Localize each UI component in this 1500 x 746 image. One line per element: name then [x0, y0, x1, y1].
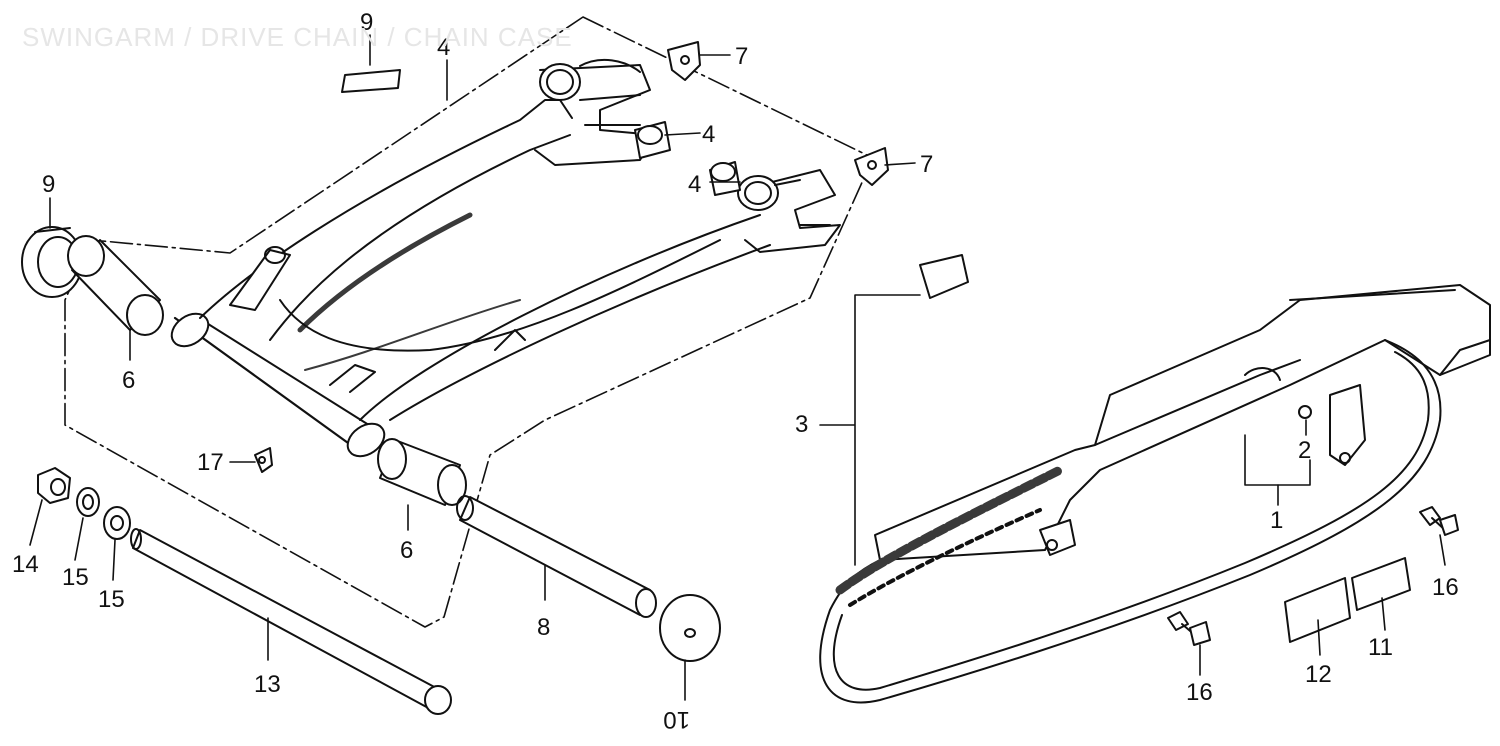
grease-fitting-part-17	[254, 447, 273, 473]
swingarm-assembly-outline	[64, 16, 874, 628]
callout-numbers: 9 4 7 4 4 7 9 6 17 14 15 15 6 8 13 10 3 …	[12, 9, 1459, 733]
callout-7a: 7	[735, 43, 748, 70]
bolt-part-16-bottom	[1167, 611, 1211, 646]
callout-5: 4	[437, 34, 450, 61]
bushing-part-4-lower	[709, 161, 741, 196]
callout-13: 13	[254, 671, 281, 698]
callout-6b: 6	[400, 537, 413, 564]
pivot-bolt-part-8	[456, 495, 657, 618]
callout-9b: 10	[663, 706, 690, 733]
leader-lines	[29, 34, 1446, 701]
callout-1: 1	[1270, 507, 1283, 534]
label-part-11	[1351, 557, 1411, 611]
callout-4b: 4	[688, 171, 701, 198]
washer-part-9-right	[659, 594, 721, 662]
diagram-title: SWINGARM / DRIVE CHAIN / CHAIN CASE	[22, 22, 573, 52]
bushing-part-4-upper	[634, 121, 671, 159]
pivot-collar-part-6-left	[67, 235, 164, 336]
callout-9a: 9	[42, 171, 55, 198]
callout-17: 17	[197, 449, 224, 476]
chain-adjuster-part-7-upper	[667, 41, 701, 81]
dust-seal-part-9-left	[21, 226, 83, 298]
callout-4a: 4	[702, 121, 715, 148]
label-part-10	[341, 69, 401, 93]
callout-2: 2	[1298, 437, 1311, 464]
washer-part-15-b	[103, 506, 131, 540]
bolt-part-16-right	[1419, 506, 1459, 536]
chain-case	[874, 284, 1491, 561]
callout-12: 12	[1305, 661, 1332, 688]
axle-bolt-part-13	[130, 528, 452, 715]
label-part-3	[919, 254, 969, 299]
callout-11: 11	[1368, 634, 1393, 661]
chain-adjuster-part-7-lower	[854, 147, 889, 186]
callout-8: 8	[537, 614, 550, 641]
label-part-12	[1284, 577, 1351, 643]
callout-6a: 6	[122, 367, 135, 394]
callout-3: 3	[795, 411, 808, 438]
callout-7b: 7	[920, 151, 933, 178]
callout-10: 9	[360, 9, 373, 36]
swingarm	[170, 59, 841, 458]
callout-16b: 16	[1186, 679, 1213, 706]
callout-14: 14	[12, 551, 39, 578]
callout-15a: 15	[62, 564, 89, 591]
washer-part-15-a	[76, 487, 100, 517]
drive-chain	[819, 339, 1442, 704]
nut-part-14	[37, 467, 71, 504]
callout-15b: 15	[98, 586, 125, 613]
pivot-collar-part-6-right	[377, 438, 467, 506]
callout-16a: 16	[1432, 574, 1459, 601]
